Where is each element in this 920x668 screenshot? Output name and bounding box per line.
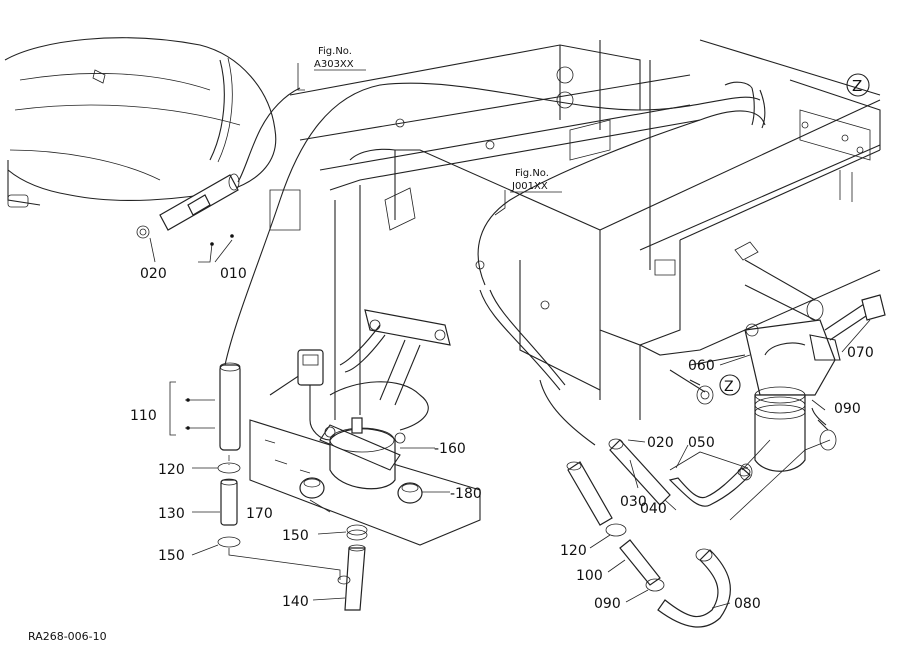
view-marker-z-top-text: Z: [852, 77, 862, 95]
fig-ref-a303-code: A303XX: [314, 59, 354, 70]
callout-140[interactable]: 140: [282, 594, 309, 610]
callout-120-left[interactable]: 120: [158, 462, 185, 478]
cross-tube: [669, 241, 824, 405]
callout-020-left[interactable]: 020: [140, 266, 167, 282]
fig-ref-j001-code: J001XX: [511, 181, 548, 192]
callout-080[interactable]: 080: [734, 596, 761, 612]
view-marker-z-top: Z: [846, 73, 870, 97]
part-170-cushion: [299, 477, 325, 499]
callout-010[interactable]: 010: [220, 266, 247, 282]
callout-160[interactable]: -160: [434, 441, 466, 457]
part-140-hose: [312, 524, 368, 611]
fuel-return-hose-long: [224, 81, 766, 446]
callout-130[interactable]: 130: [158, 506, 185, 522]
reference-dots: [186, 234, 234, 430]
fig-ref-a303-label: Fig.No.: [318, 46, 352, 57]
part-110-hose: [217, 362, 341, 580]
callout-100[interactable]: 100: [576, 568, 603, 584]
view-marker-z-filter: Z: [719, 374, 741, 396]
callout-030[interactable]: 030: [620, 494, 647, 510]
callout-120-right[interactable]: 120: [560, 543, 587, 559]
part-050-clamp-leader: [669, 451, 751, 477]
part-160-fuel-pump: [297, 309, 451, 490]
callout-180[interactable]: -180: [450, 486, 482, 502]
part-080-hose: [657, 407, 837, 628]
fig-ref-j001-label: Fig.No.: [515, 168, 549, 179]
frame-rail-structure: [249, 39, 881, 546]
part-callouts: 020 010 110 120 130 150 170 150 140 -160…: [130, 266, 874, 612]
callout-110[interactable]: 110: [130, 408, 157, 424]
callout-150-mid[interactable]: 150: [282, 528, 309, 544]
callout-090-bottom[interactable]: 090: [594, 596, 621, 612]
part-100-pipe: [619, 539, 665, 592]
engine-block-outline: [4, 37, 277, 208]
part-040-hose: [608, 438, 771, 507]
callout-020-right[interactable]: 020: [647, 435, 674, 451]
callout-040[interactable]: 040: [640, 501, 667, 517]
part-180-cushion: [397, 482, 450, 504]
callout-170[interactable]: 170: [246, 506, 273, 522]
fig-ref-j001[interactable]: Fig.No. J001XX: [510, 168, 562, 193]
callout-090-right[interactable]: 090: [834, 401, 861, 417]
part-120-hose-right: [566, 461, 627, 537]
callout-050[interactable]: 050: [688, 435, 715, 451]
part-010-pipe: [136, 87, 301, 239]
part-060-fuel-filter: [689, 294, 886, 472]
callout-150-left[interactable]: 150: [158, 548, 185, 564]
callout-060[interactable]: 060: [688, 358, 715, 374]
drawing-code: RA268-006-10: [28, 630, 107, 643]
fig-ref-a303[interactable]: Fig.No. A303XX: [314, 46, 366, 71]
view-marker-z-filter-text: Z: [724, 379, 734, 395]
callout-070[interactable]: 070: [847, 345, 874, 361]
callout-leaders: [149, 63, 871, 609]
